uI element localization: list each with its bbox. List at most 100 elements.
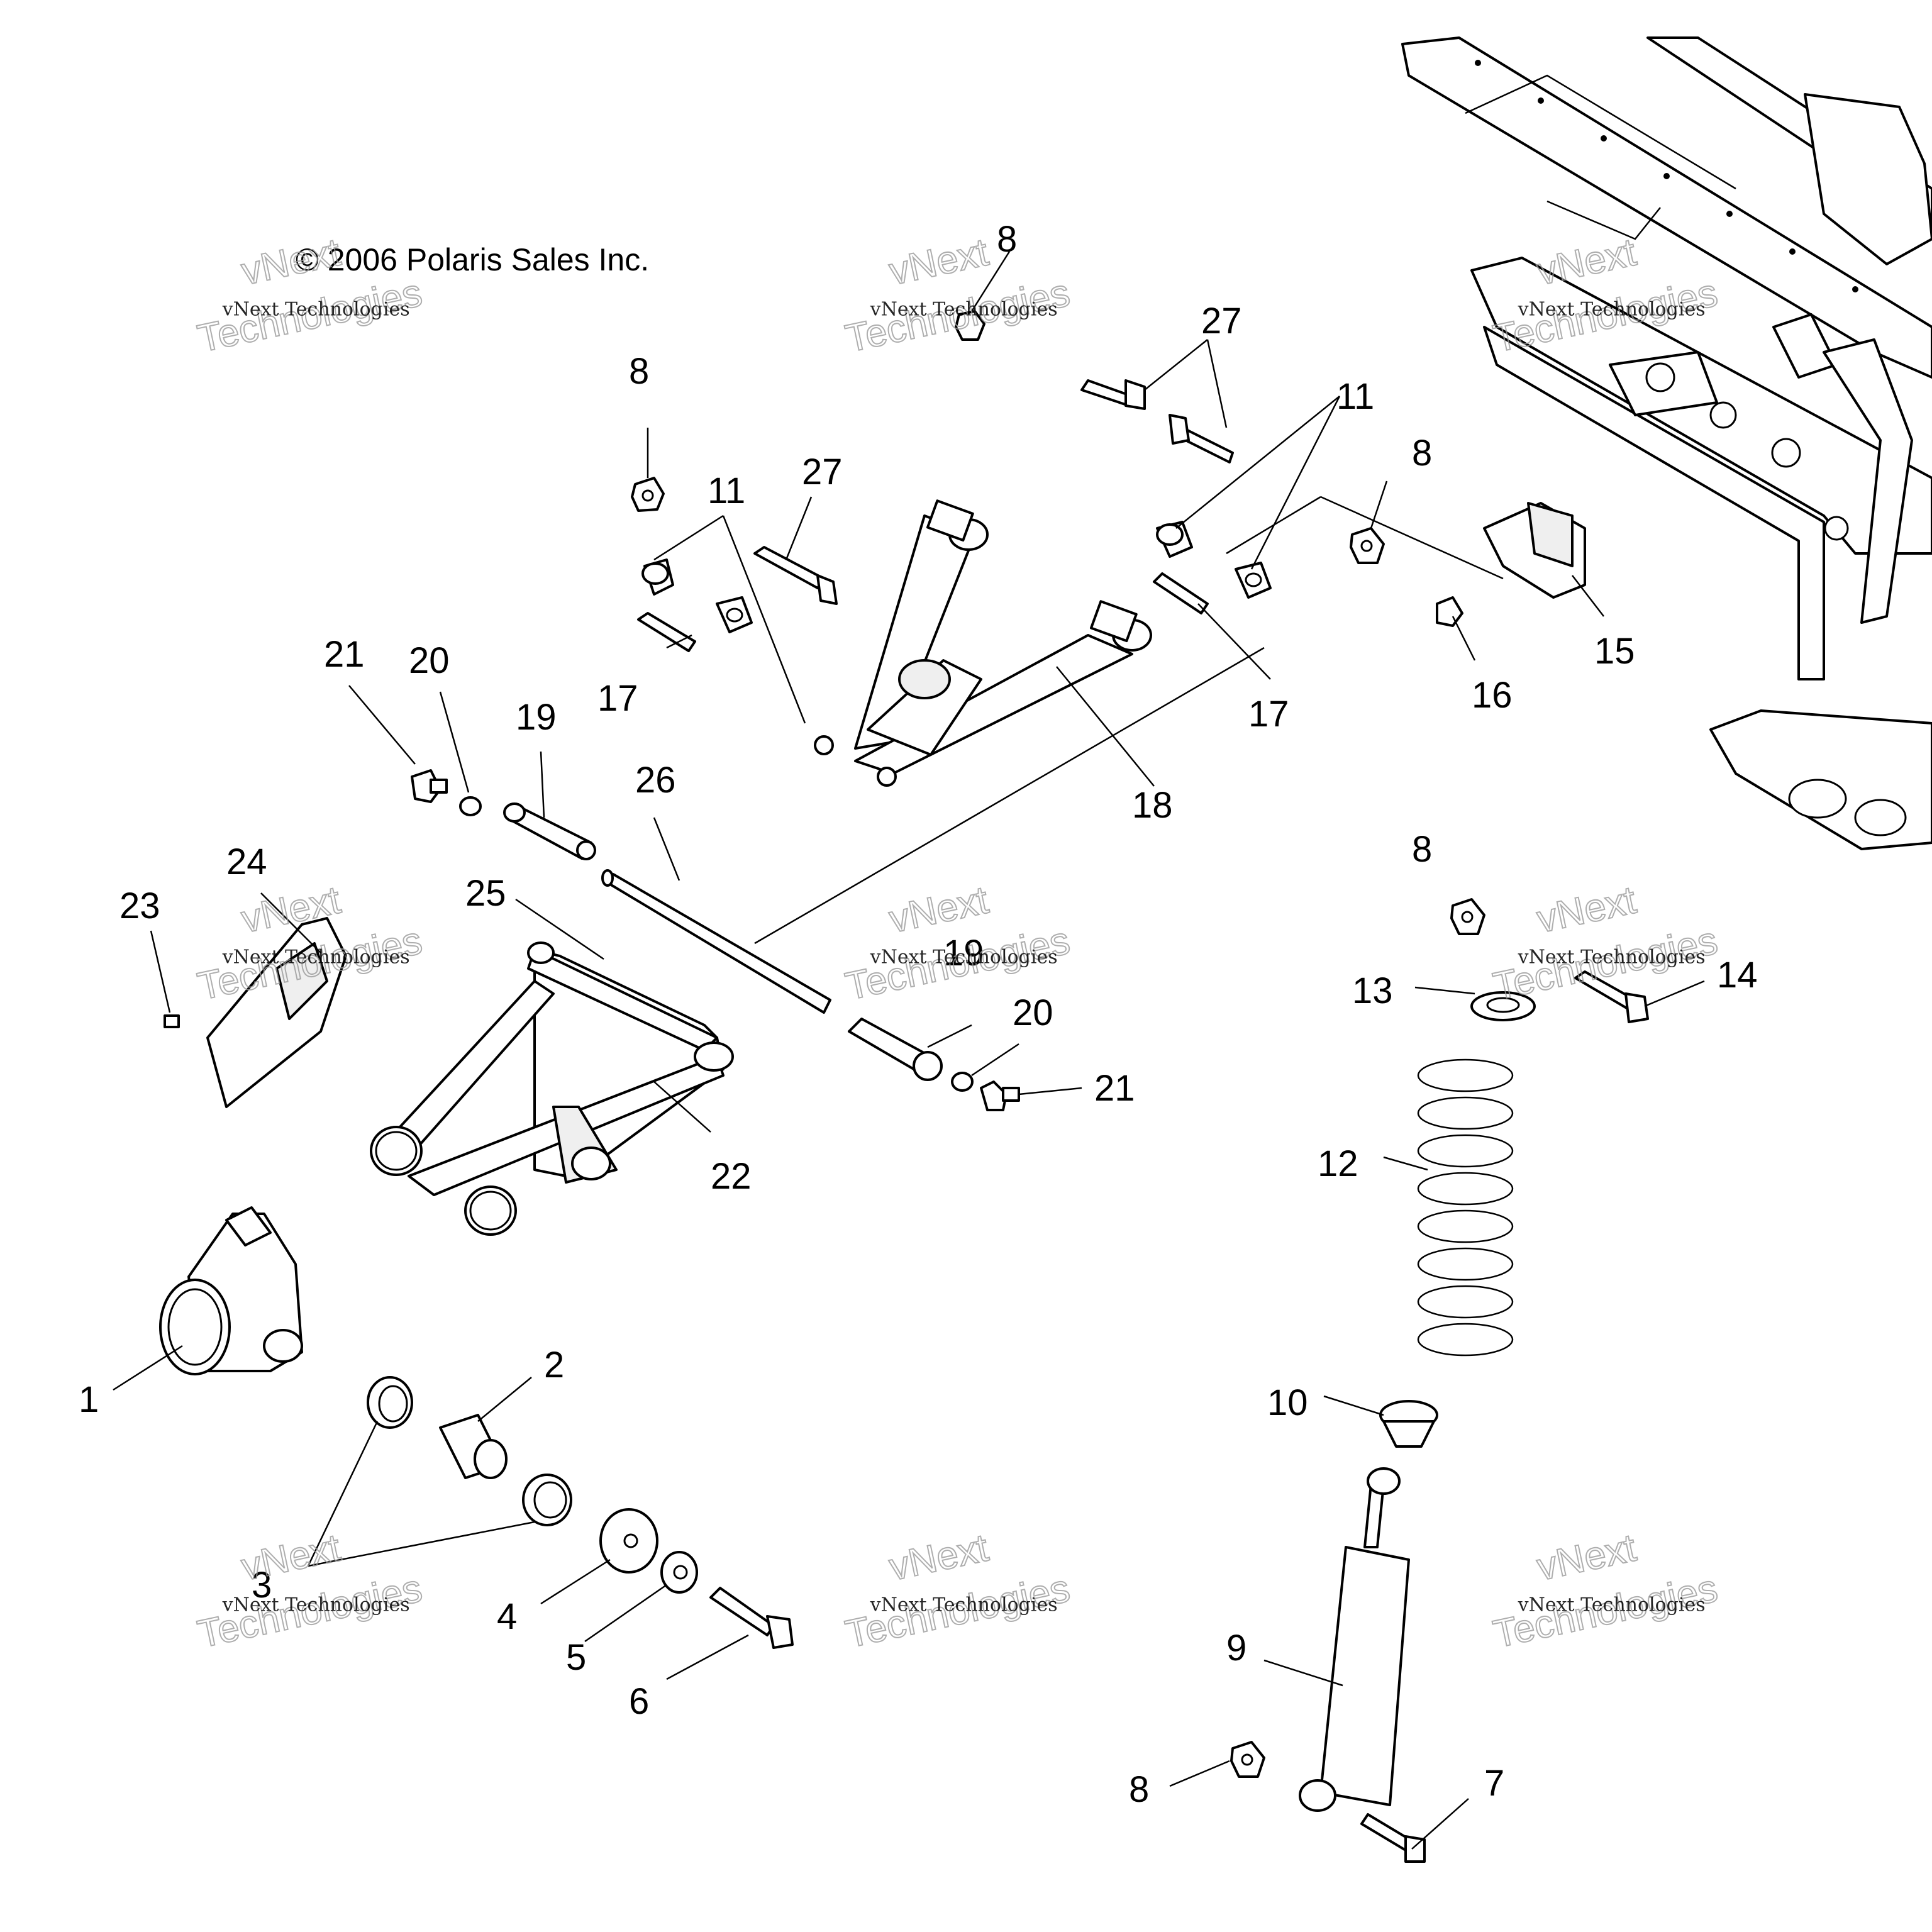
bearing-carrier	[159, 1206, 303, 1375]
pivot-shaft	[601, 869, 831, 1014]
pin-17a	[637, 612, 696, 652]
callout-2: 2	[544, 1345, 564, 1385]
watermark-top-text: vNext	[886, 879, 992, 941]
watermark-small-text: vNext Technologies	[870, 947, 1058, 969]
callout-10: 10	[1267, 1382, 1308, 1423]
callout-21a: 21	[324, 634, 365, 675]
callout-17b: 17	[1248, 694, 1289, 735]
callout-26: 26	[635, 760, 676, 801]
bushing-11b	[716, 596, 753, 633]
washer-20b	[951, 1072, 974, 1092]
watermark-top-text: vNext	[1533, 231, 1640, 294]
bolt-27b	[1080, 379, 1146, 410]
callout-8b: 8	[997, 219, 1017, 260]
washer-20a	[459, 796, 482, 816]
callout-21b: 21	[1094, 1068, 1135, 1109]
bolt-27a	[753, 546, 838, 605]
copyright-notice: © 2006 Polaris Sales Inc.	[296, 242, 649, 277]
bushing-11a	[641, 558, 674, 596]
pivot-bushing-right	[848, 1018, 943, 1081]
watermark-top-text: vNext	[1533, 879, 1640, 941]
spring-retainer-13	[1470, 991, 1536, 1021]
watermark-small-text: vNext Technologies	[1518, 947, 1706, 969]
coil-spring	[1417, 1058, 1514, 1357]
callout-3: 3	[252, 1565, 272, 1606]
skid-guard	[206, 917, 347, 1108]
washer-4	[599, 1508, 658, 1574]
watermark-9: Technologies vNext Technologies vNext	[1489, 1526, 1722, 1657]
nut-8c	[1350, 527, 1385, 564]
leader-lines	[113, 251, 1705, 1850]
callout-9: 9	[1226, 1628, 1246, 1668]
callout-8d: 8	[1412, 829, 1432, 870]
pivot-bushing-left	[503, 802, 596, 860]
callout-14: 14	[1717, 955, 1758, 996]
bolt-16	[1436, 596, 1463, 627]
lower-a-arm	[370, 941, 734, 1236]
watermark-top-text: vNext	[886, 231, 992, 294]
callout-13: 13	[1352, 970, 1393, 1011]
nut-8b	[955, 310, 985, 341]
watermark-2: Technologies vNext Technologies vNext	[841, 230, 1074, 362]
washer-5	[660, 1551, 698, 1594]
callout-1: 1	[79, 1379, 99, 1420]
nut-8d	[1450, 898, 1485, 935]
watermark-top-text: vNext	[1533, 1526, 1640, 1589]
spring-retainer-10	[1379, 1400, 1438, 1448]
callout-12: 12	[1318, 1143, 1358, 1184]
callout-16: 16	[1472, 675, 1513, 716]
callout-19a: 19	[516, 697, 557, 738]
bearing-3b	[522, 1474, 572, 1526]
watermark-1: Technologies vNext Technologies vNext	[194, 230, 426, 362]
watermark-small-text: vNext Technologies	[870, 299, 1058, 321]
upper-a-arm	[814, 499, 1152, 787]
bolt-23	[164, 1014, 180, 1028]
callout-18: 18	[1132, 785, 1173, 826]
watermark-small-text: vNext Technologies	[222, 299, 410, 321]
nut-8a	[631, 477, 665, 512]
callout-27b: 27	[1201, 301, 1242, 341]
watermark-small-text: vNext Technologies	[1518, 1594, 1706, 1616]
bushing-11c	[1156, 521, 1193, 558]
bolt-6	[709, 1587, 794, 1649]
bolt-14	[1574, 970, 1649, 1023]
nut-8e	[1230, 1741, 1265, 1778]
callout-8a: 8	[629, 351, 649, 392]
bolt-21a	[411, 769, 448, 803]
bushing-11d	[1235, 562, 1272, 599]
callout-8c: 8	[1412, 433, 1432, 474]
callout-17a: 17	[597, 678, 638, 719]
vehicle-frame	[1401, 36, 1932, 850]
bolt-21b	[980, 1080, 1020, 1111]
watermark-small-text: vNext Technologies	[870, 1594, 1058, 1616]
watermark-top-text: vNext	[238, 231, 344, 294]
callout-22: 22	[711, 1156, 752, 1197]
callout-24: 24	[226, 841, 267, 882]
callout-23: 23	[119, 886, 160, 926]
pin-17b	[1153, 572, 1209, 614]
callout-11b: 11	[1336, 376, 1374, 417]
callout-20a: 20	[409, 640, 450, 681]
callout-27a: 27	[802, 452, 843, 492]
callout-25: 25	[465, 873, 506, 914]
callout-11a: 11	[708, 470, 745, 511]
bolt-7	[1360, 1813, 1426, 1863]
callout-15: 15	[1594, 631, 1635, 672]
bolt-27c	[1169, 414, 1234, 464]
watermark-small-text: vNext Technologies	[1518, 299, 1706, 321]
mount-bracket	[1483, 502, 1586, 599]
bearing-3a	[367, 1376, 413, 1429]
watermark-top-text: vNext	[886, 1526, 992, 1589]
callout-labels: 1 2 3 4 5 6 7 8 8 8 8 8 9 10 11 11 12 13…	[79, 219, 1758, 1810]
callout-19b: 19	[943, 933, 984, 974]
shock-absorber	[1299, 1467, 1410, 1812]
watermark-top-text: vNext	[238, 1526, 344, 1589]
watermark-8: Technologies vNext Technologies vNext	[841, 1526, 1074, 1657]
watermark-7: Technologies vNext Technologies vNext	[194, 1526, 426, 1657]
callout-8e: 8	[1129, 1769, 1149, 1810]
callout-7: 7	[1484, 1763, 1504, 1804]
callout-5: 5	[566, 1637, 586, 1678]
callout-6: 6	[629, 1681, 649, 1722]
spacer-2	[439, 1414, 508, 1479]
